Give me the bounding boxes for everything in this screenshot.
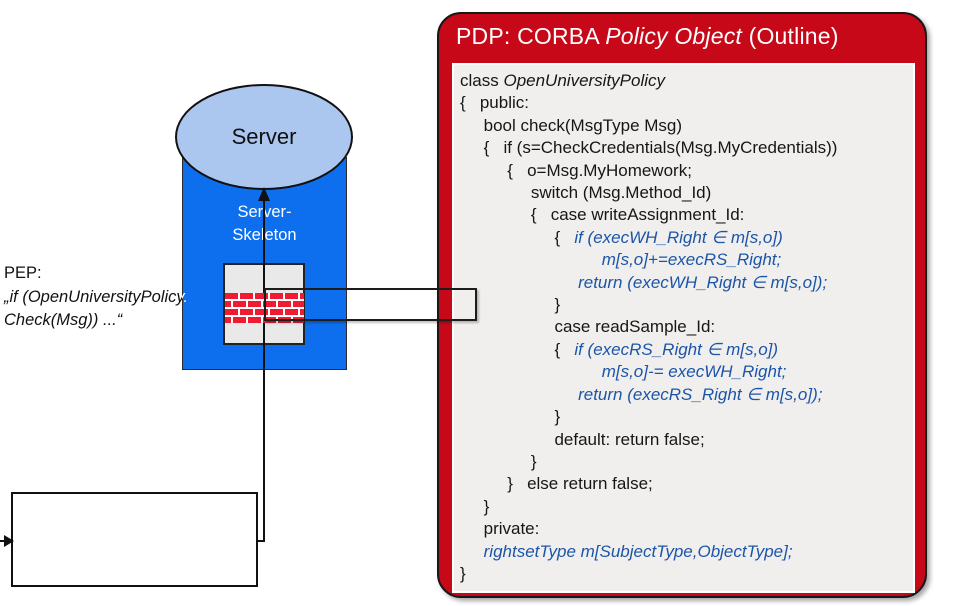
arrow-right-icon xyxy=(4,535,14,547)
code-line: default: return false; xyxy=(460,429,705,449)
code-line: } xyxy=(460,295,561,315)
code-line: { public: xyxy=(460,93,529,113)
policy-code: class OpenUniversityPolicy { public: bool… xyxy=(452,63,915,593)
server-ellipse: Server xyxy=(175,84,353,190)
pep-line1: PEP: xyxy=(4,264,42,282)
code-line: class OpenUniversityPolicy xyxy=(460,71,666,90)
pep-line3: Check(Msg)) ...“ xyxy=(4,311,123,329)
incoming-arrow-line xyxy=(0,540,6,542)
pep-line2: „if (OpenUniversityPolicy. xyxy=(4,287,188,306)
code-line: m[s,o]+=execRS_Right; xyxy=(460,250,782,270)
pep-label: PEP: „if (OpenUniversityPolicy. Check(Ms… xyxy=(4,262,188,333)
pdp-title: PDP: CORBA Policy Object (Outline) xyxy=(456,23,839,49)
code-line: } xyxy=(460,451,537,471)
code-line: { if (execWH_Right ∈ m[s,o]) xyxy=(460,227,783,247)
code-line: switch (Msg.Method_Id) xyxy=(460,183,712,203)
code-line: bool check(MsgType Msg) xyxy=(460,115,683,135)
code-line: { if (s=CheckCredentials(Msg.MyCredentia… xyxy=(460,138,838,158)
code-line: return (execRS_Right ∈ m[s,o]); xyxy=(460,384,823,404)
code-line: case readSample_Id: xyxy=(460,317,716,337)
code-line: } xyxy=(460,496,490,516)
message-arrow-line xyxy=(263,200,265,542)
code-line: { case writeAssignment_Id: xyxy=(460,205,745,225)
code-line: m[s,o]-= execWH_Right; xyxy=(460,362,787,382)
server-label: Server xyxy=(231,124,297,149)
code-line: return (execWH_Right ∈ m[s,o]); xyxy=(460,272,828,292)
code-line: } xyxy=(460,563,466,583)
code-line: } else return false; xyxy=(460,474,653,494)
code-line: { if (execRS_Right ∈ m[s,o]) xyxy=(460,339,779,359)
msg-box: Msg: MyCredentials writeAssignment_id My… xyxy=(11,492,258,587)
check-call-connector xyxy=(264,288,477,321)
pdp-panel: PDP: CORBA Policy Object (Outline) class… xyxy=(437,12,927,598)
code-line: private: xyxy=(460,519,540,539)
pep-line2-overlay: „if (OpenUniversityPolicy. xyxy=(182,287,188,306)
code-line: rightsetType m[SubjectType,ObjectType]; xyxy=(483,541,793,561)
code-line: { o=Msg.MyHomework; xyxy=(460,160,692,180)
arrow-up-icon xyxy=(258,187,270,201)
message-arrow-elbow xyxy=(256,540,265,542)
code-line: } xyxy=(460,407,561,427)
